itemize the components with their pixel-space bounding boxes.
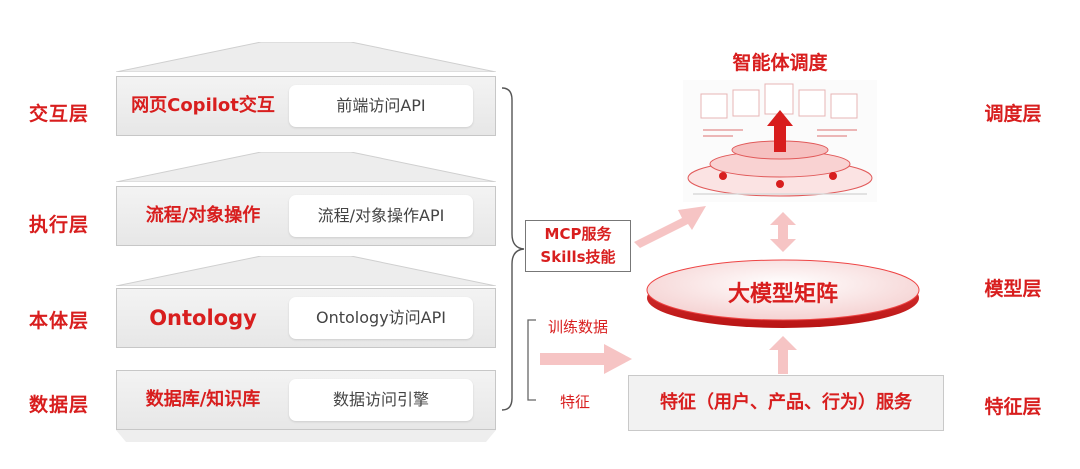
api-box: Ontology访问API xyxy=(289,297,473,339)
feature-service-box: 特征（用户、产品、行为）服务 xyxy=(628,375,944,431)
roof-interaction xyxy=(116,42,496,72)
layer-label-interaction: 交互层 xyxy=(28,103,89,125)
right-label-dispatch: 调度层 xyxy=(984,103,1042,125)
arrow-up-icon xyxy=(769,336,797,374)
mcp-label: MCP服务 xyxy=(544,225,612,243)
layer-name: 网页Copilot交互 xyxy=(131,95,275,116)
layer-name: Ontology xyxy=(149,306,257,330)
model-matrix-label: 大模型矩阵 xyxy=(727,282,838,307)
brace-icon xyxy=(501,87,525,411)
layer-label-ontology: 本体层 xyxy=(28,310,89,332)
api-box: 数据访问引擎 xyxy=(289,379,473,421)
double-arrow-icon xyxy=(770,212,796,252)
feature-label: 特征 xyxy=(560,393,591,411)
layer-label-execution: 执行层 xyxy=(28,214,89,236)
mcp-skills-box: MCP服务 Skills技能 xyxy=(525,220,631,272)
model-matrix-disc xyxy=(646,259,920,328)
layer-slab-data: 数据库/知识库 数据访问引擎 xyxy=(116,370,496,430)
roof-execution xyxy=(116,152,496,182)
roof-ontology xyxy=(116,256,496,286)
layer-slab-ontology: Ontology Ontology访问API xyxy=(116,288,496,348)
api-box: 流程/对象操作API xyxy=(289,195,473,237)
layer-name: 数据库/知识库 xyxy=(145,389,261,410)
layer-name: 流程/对象操作 xyxy=(145,205,261,226)
small-bracket-icon xyxy=(527,319,536,401)
right-label-feature: 特征层 xyxy=(984,396,1042,418)
dispatch-title: 智能体调度 xyxy=(732,52,828,74)
agent-dispatch-image xyxy=(683,80,877,202)
base-shadow xyxy=(116,430,496,442)
training-data-label: 训练数据 xyxy=(548,318,609,336)
layer-slab-execution: 流程/对象操作 流程/对象操作API xyxy=(116,186,496,246)
arrow-up-right-icon xyxy=(634,206,706,248)
skills-label: Skills技能 xyxy=(540,248,616,266)
layer-slab-interaction: 网页Copilot交互 前端访问API xyxy=(116,76,496,136)
dispatch-illustration xyxy=(687,83,873,197)
layer-label-data: 数据层 xyxy=(28,394,89,416)
arrow-right-icon xyxy=(540,344,632,374)
api-box: 前端访问API xyxy=(289,85,473,127)
right-label-model: 模型层 xyxy=(984,278,1042,300)
